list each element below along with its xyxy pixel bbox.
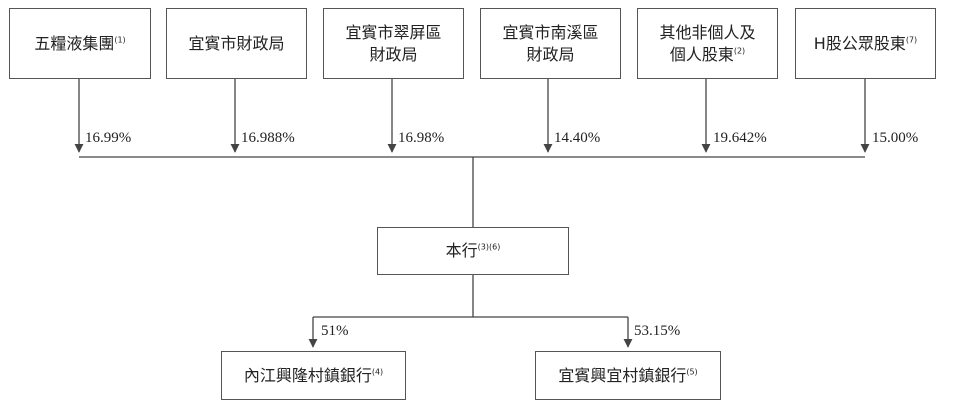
shareholder-label-line2: 財政局 (369, 44, 418, 64)
subsidiary-label: 宜賓興宜村鎮銀行 (558, 365, 687, 385)
subsidiary-pct-2: 53.15% (634, 323, 681, 339)
footnote-marker: (4) (371, 367, 384, 377)
shareholder-label: 宜賓市財政局 (188, 33, 285, 53)
shareholder-label-line2: 個人股東 (669, 44, 734, 64)
shareholder-label: 宜賓市翠屏區 (345, 22, 442, 42)
shareholding-pct-1: 16.99% (85, 130, 132, 146)
shareholding-pct-6: 15.00% (872, 130, 919, 146)
shareholding-pct-5: 19.642% (713, 130, 767, 146)
shareholder-box-4: 宜賓市南溪區財政局 (480, 8, 621, 79)
shareholder-box-2: 宜賓市財政局 (166, 8, 307, 79)
shareholder-box-1: 五糧液集團(1) (9, 8, 151, 79)
footnote-marker: (1) (114, 35, 126, 45)
shareholding-pct-3: 16.98% (398, 130, 445, 146)
shareholder-label: H股公眾股東 (813, 33, 906, 53)
shareholder-label-line2: 財政局 (526, 44, 575, 64)
shareholder-box-5: 其他非個人及個人股東(2) (637, 8, 778, 79)
footnote-marker: (5) (686, 367, 698, 377)
shareholder-label: 五糧液集團 (34, 33, 115, 53)
footnote-marker: (3)(6) (477, 242, 501, 252)
shareholding-pct-2: 16.988% (241, 130, 295, 146)
subsidiary-box-1: 內江興隆村鎮銀行(4) (221, 351, 406, 400)
shareholder-box-6: H股公眾股東(7) (795, 8, 936, 79)
subsidiary-pct-1: 51% (321, 323, 349, 339)
shareholder-box-3: 宜賓市翠屏區財政局 (323, 8, 464, 79)
subsidiary-box-2: 宜賓興宜村鎮銀行(5) (535, 351, 721, 400)
shareholder-label: 宜賓市南溪區 (502, 22, 599, 42)
shareholder-label: 其他非個人及 (659, 22, 756, 42)
footnote-marker: (2) (733, 46, 746, 56)
footnote-marker: (7) (905, 35, 918, 45)
bank-label: 本行 (445, 241, 478, 260)
bank-box: 本行(3)(6) (377, 227, 569, 275)
subsidiary-label: 內江興隆村鎮銀行 (243, 365, 372, 385)
shareholding-pct-4: 14.40% (554, 130, 601, 146)
